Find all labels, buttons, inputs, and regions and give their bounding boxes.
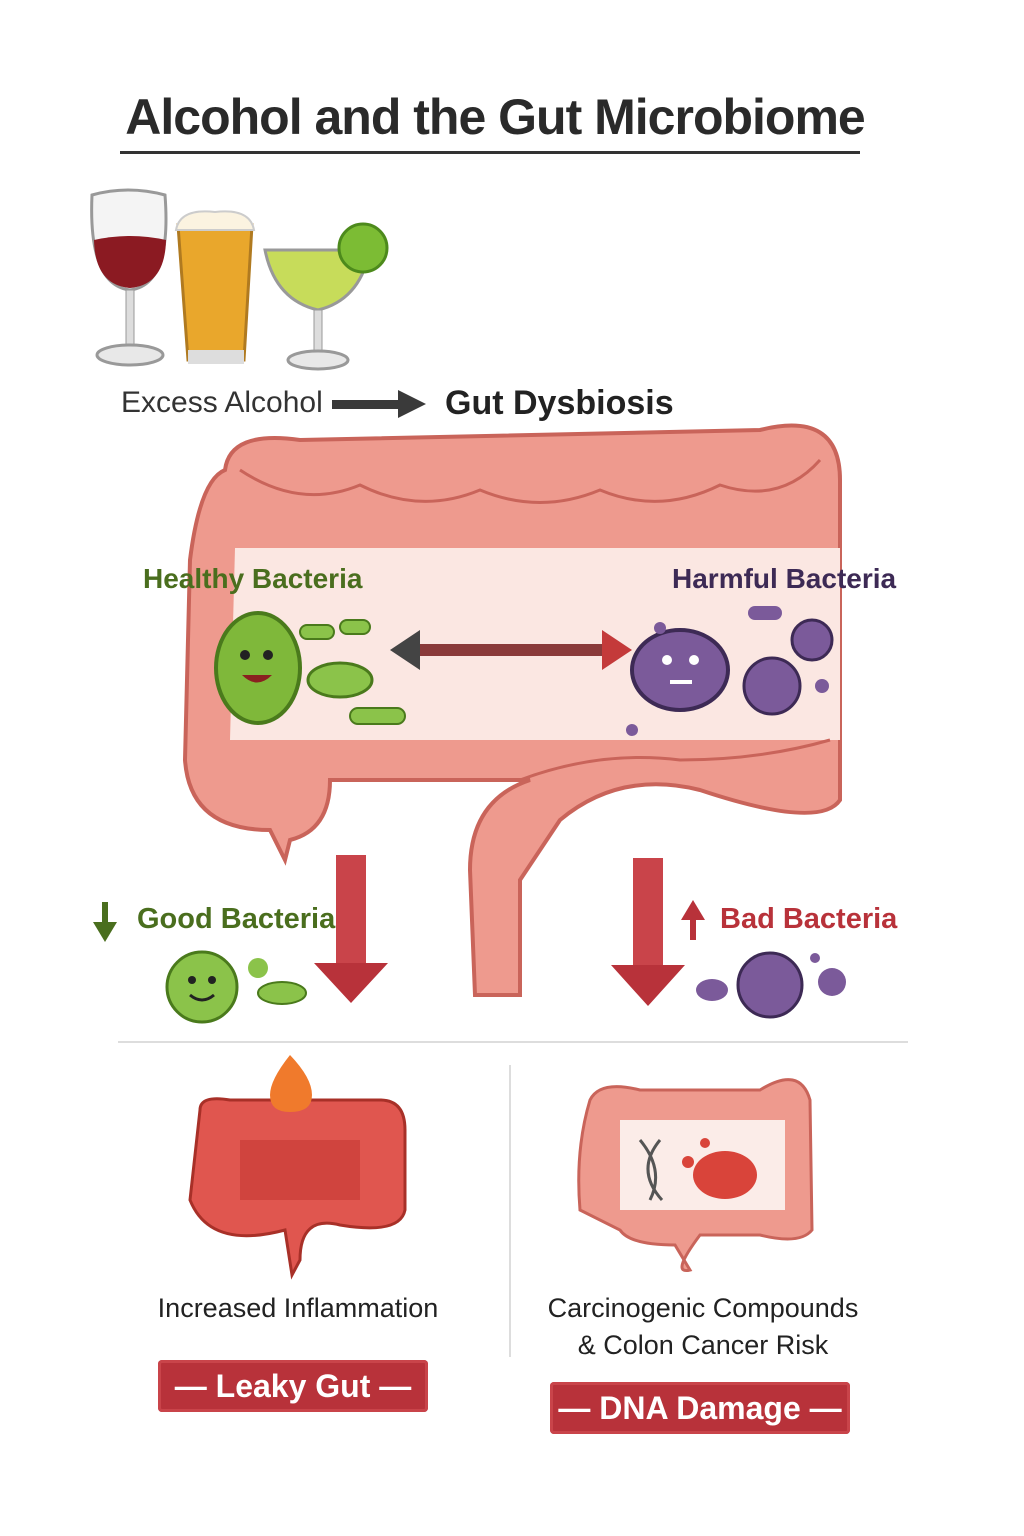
colon-cancer-icon bbox=[577, 1078, 814, 1273]
wine-glass-icon bbox=[90, 188, 168, 367]
decrease-arrow-icon bbox=[93, 902, 117, 942]
horizontal-divider bbox=[118, 1041, 908, 1043]
inflammation-caption: Increased Inflammation bbox=[157, 1293, 439, 1323]
beer-glass-icon bbox=[174, 210, 256, 364]
carcinogenic-caption: Carcinogenic Compounds bbox=[547, 1293, 859, 1323]
vertical-divider bbox=[509, 1065, 511, 1357]
colon-cancer-caption: & Colon Cancer Risk bbox=[577, 1330, 829, 1360]
margarita-glass-icon bbox=[263, 222, 389, 371]
arrow-right-icon bbox=[332, 390, 426, 418]
fire-icon bbox=[270, 1055, 312, 1112]
gut-dysbiosis-label: Gut Dysbiosis bbox=[445, 384, 674, 422]
healthy-bacteria-label: Healthy Bacteria bbox=[143, 563, 363, 594]
page-title: Alcohol and the Gut Microbiome bbox=[125, 89, 865, 145]
increase-arrow-icon bbox=[681, 900, 705, 940]
arrow-down-left-icon bbox=[314, 855, 388, 1003]
leaky-gut-banner: — Leaky Gut — bbox=[158, 1360, 428, 1412]
good-bacteria-label: Good Bacteria bbox=[137, 903, 336, 935]
excess-alcohol-label: Excess Alcohol bbox=[121, 386, 323, 419]
bad-bacteria-label: Bad Bacteria bbox=[720, 903, 898, 935]
inflamed-colon-icon bbox=[188, 1055, 407, 1280]
harmful-bacteria-icon bbox=[626, 606, 834, 736]
harmful-bacteria-label: Harmful Bacteria bbox=[672, 563, 897, 594]
double-arrow-icon bbox=[390, 630, 632, 670]
bad-bacteria-icon bbox=[696, 951, 846, 1019]
dna-damage-banner: — DNA Damage — bbox=[550, 1382, 850, 1434]
arrow-down-right-icon bbox=[611, 858, 685, 1006]
dna-icon bbox=[638, 1139, 664, 1202]
good-bacteria-icon bbox=[165, 950, 307, 1024]
healthy-bacteria-icon bbox=[214, 611, 406, 725]
title-underline bbox=[120, 151, 860, 154]
